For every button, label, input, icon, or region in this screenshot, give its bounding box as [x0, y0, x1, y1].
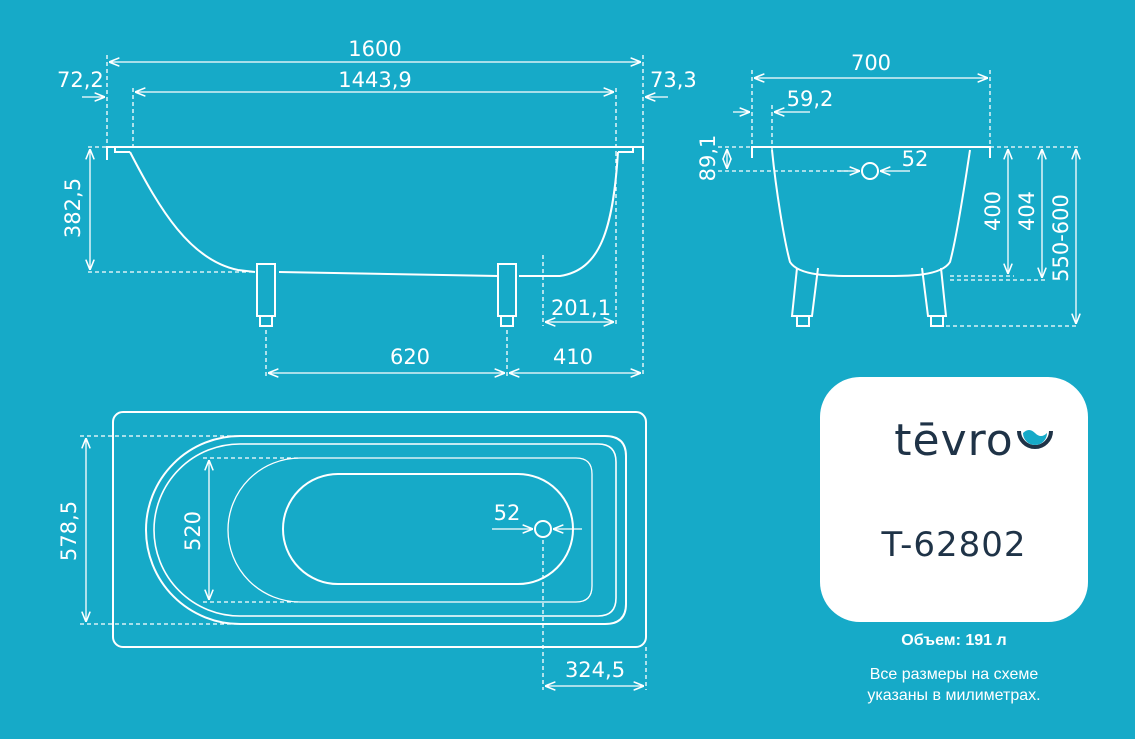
- end-view-arrows: [727, 78, 1076, 324]
- brand-wave-icon: [1017, 430, 1053, 449]
- dim-total-width: 700: [851, 51, 891, 75]
- side-view-leg-right-foot: [500, 315, 514, 327]
- dim-leg-spacing: 620: [390, 345, 430, 369]
- dim-depth-side: 382,5: [61, 178, 85, 238]
- top-view-dimension-lines: [80, 435, 647, 690]
- dim-inner-length: 1443,9: [338, 68, 411, 92]
- dim-drain-offset: 201,1: [551, 296, 611, 320]
- brand-logo-text: tēvro: [894, 415, 1014, 466]
- dim-outer-width-top: 578,5: [57, 501, 81, 561]
- dim-drain-diameter-side: 52: [902, 147, 929, 171]
- side-view-rim-inner: [114, 147, 634, 153]
- top-view-arrows: [86, 438, 644, 686]
- dim-drain-from-end: 324,5: [565, 658, 625, 682]
- end-view: [751, 146, 991, 327]
- top-view: [112, 411, 647, 648]
- dim-depth-full: 404: [1015, 191, 1039, 231]
- top-view-floor-edge: [227, 457, 593, 603]
- side-view-basin: [129, 151, 619, 277]
- end-view-leg-right: [921, 267, 948, 317]
- dim-total-length: 1600: [348, 37, 401, 61]
- dim-right-rim: 73,3: [650, 68, 697, 92]
- side-view-leg-left-foot: [259, 315, 273, 327]
- side-view-rim: [106, 146, 644, 160]
- end-view-rim: [751, 146, 991, 158]
- top-view-rim-edge: [145, 435, 627, 625]
- top-view-basin-edge: [153, 443, 617, 617]
- end-view-dimension-lines: [718, 70, 1078, 327]
- dim-inner-width-top: 520: [181, 511, 205, 551]
- end-view-leg-left: [790, 267, 819, 317]
- end-view-basin: [771, 149, 971, 278]
- side-view-dimension-lines: [88, 55, 644, 378]
- dim-rim-height: 89,1: [696, 135, 720, 182]
- end-view-leg-left-foot: [796, 315, 810, 327]
- units-note: Все размеры на схеме указаны в милиметра…: [820, 664, 1088, 706]
- volume-label: Объем: 191 л: [901, 632, 1007, 649]
- dim-side-rim: 59,2: [787, 87, 834, 111]
- end-view-leg-right-foot: [930, 315, 944, 327]
- dim-left-rim: 72,2: [57, 68, 104, 92]
- side-view-leg-right: [497, 263, 517, 317]
- end-view-drain: [861, 162, 879, 180]
- top-view-outline: [112, 411, 647, 648]
- top-view-drain: [534, 520, 552, 538]
- dim-leg-to-end: 410: [553, 345, 593, 369]
- model-number: T-62802: [881, 525, 1027, 565]
- side-view-leg-left: [256, 263, 276, 317]
- units-note-line2: указаны в милиметрах.: [867, 687, 1041, 704]
- side-view-arrows: [82, 62, 668, 373]
- dim-depth: 400: [981, 191, 1005, 231]
- units-note-line1: Все размеры на схеме: [869, 666, 1039, 683]
- dim-drain-diameter-top: 52: [494, 501, 521, 525]
- dim-height-range: 550-600: [1049, 194, 1073, 282]
- brand-logo-card: tēvro T-62802: [820, 377, 1088, 622]
